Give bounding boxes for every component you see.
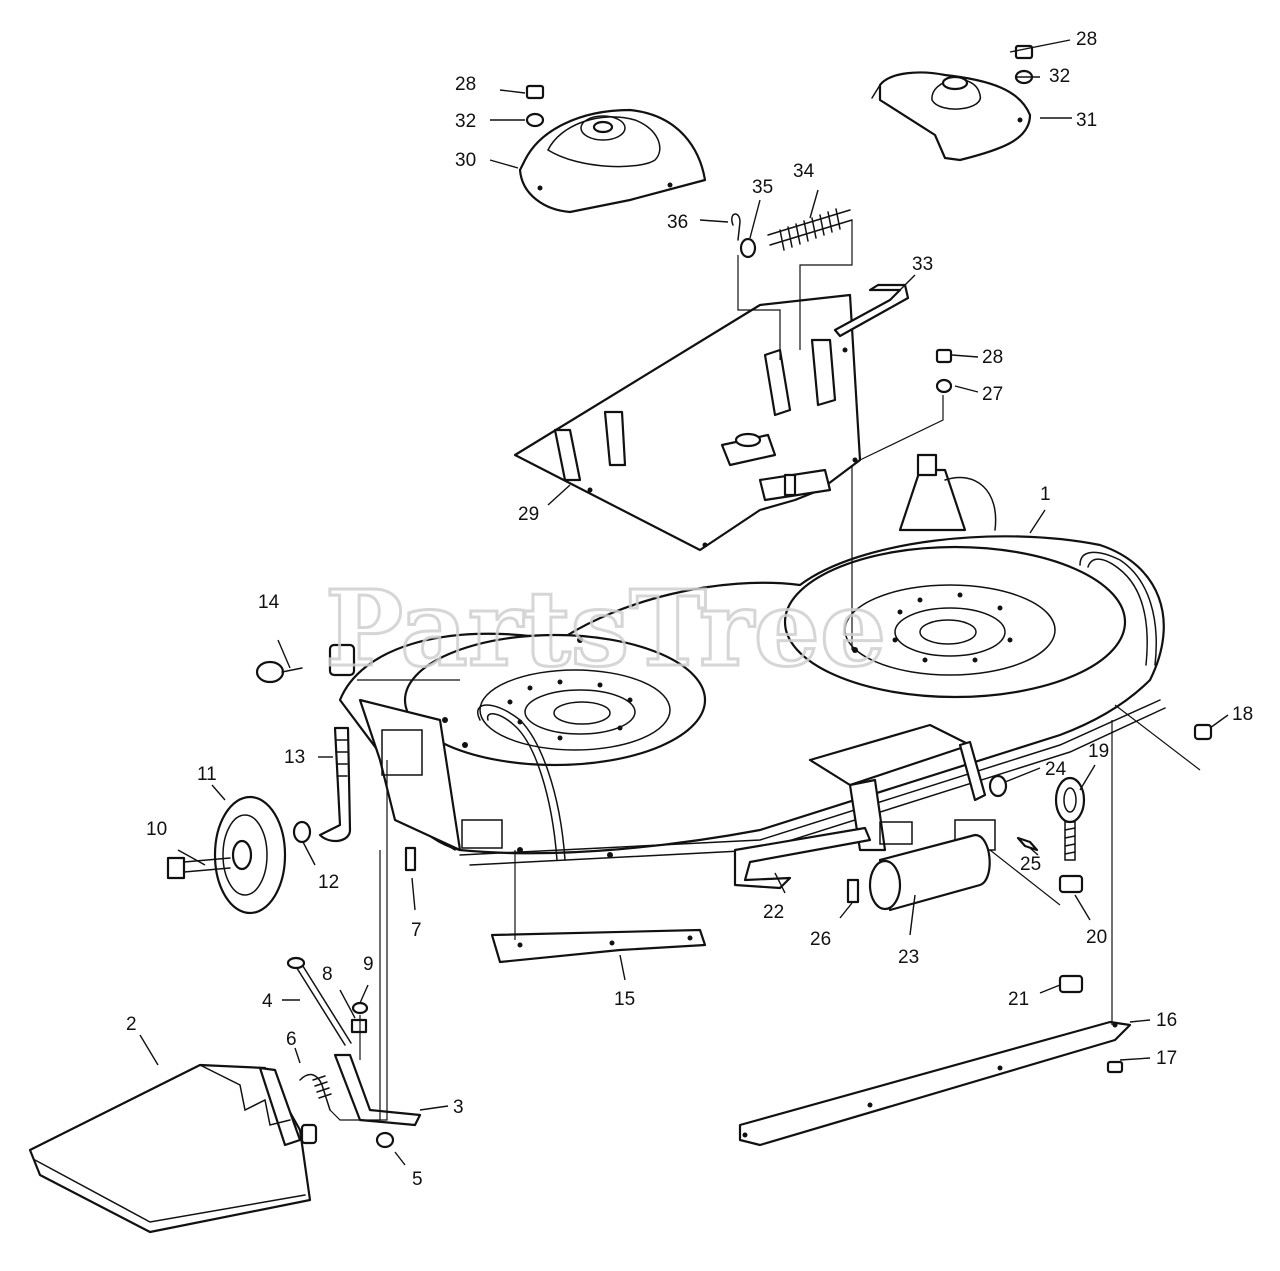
wheel-bolt [166,856,231,880]
plate-washer [935,378,953,394]
deck-bolt-7 [404,846,417,872]
callout-31: 31 [1076,110,1097,131]
callout-13: 13 [284,747,305,768]
chute-nut-8 [350,1018,368,1034]
callout-15: 15 [614,989,635,1010]
callout-28b: 28 [982,347,1003,368]
callout-22: 22 [763,902,784,923]
spring-washer [739,237,757,259]
pulley-nut [1058,974,1084,994]
eye-bolt [1054,776,1086,861]
callout-8: 8 [322,964,333,985]
callout-1: 1 [1040,484,1051,505]
callout-19: 19 [1088,741,1109,762]
callout-28c: 28 [1076,29,1097,50]
callout-21: 21 [1008,989,1029,1010]
leader-lines [139,39,1229,1166]
chute-spring [299,1073,332,1111]
callout-6: 6 [286,1029,297,1050]
callout-27: 27 [982,384,1003,405]
axle-bushing [328,643,356,677]
spring-clip [731,213,741,241]
roll-pin [1016,836,1039,852]
bracket-bolt [846,878,860,904]
callout-30: 30 [455,150,476,171]
chute-hinge-rod [286,956,352,1046]
callout-24: 24 [1045,759,1067,780]
callout-35: 35 [752,177,773,198]
callout-12: 12 [318,872,339,893]
tension-spring [767,208,853,251]
chute-bracket [333,1053,422,1127]
idler-rod [833,283,910,338]
callout-36: 36 [667,212,688,233]
cover-washer-left [525,112,545,128]
front-baffle [490,928,707,964]
callout-16: 16 [1156,1010,1177,1031]
left-belt-cover [518,108,707,214]
callout-18: 18 [1232,704,1253,725]
callout-33: 33 [912,254,933,275]
right-belt-cover [871,71,1032,162]
callout-7: 7 [411,920,422,941]
partstree-watermark: PartsTree [325,567,886,690]
assembly-lines [329,220,1201,1121]
pulley-washer [988,774,1008,798]
callout-4: 4 [262,991,273,1012]
callout-9: 9 [363,954,374,975]
callout-20: 20 [1086,927,1107,948]
hairpin-clip [255,660,303,684]
callout-labels: 1 2 3 4 5 6 7 8 9 10 11 12 13 14 15 16 1… [126,29,1253,1190]
callout-23: 23 [898,947,919,968]
callout-32a: 32 [455,111,476,132]
chute-nut-9 [351,1001,369,1015]
rear-baffle [738,1020,1132,1147]
cover-nut-left [525,84,545,100]
callout-26: 26 [810,929,831,950]
wheel-axle-pin [318,726,352,843]
chute-bolt [375,1131,395,1149]
callout-32b: 32 [1049,66,1070,87]
eye-bolt-nut [1058,874,1084,894]
deck-nut-18 [1193,723,1213,741]
callout-11: 11 [197,764,217,785]
plate-nut [935,348,953,364]
callout-28a: 28 [455,74,476,95]
deck-nut-17 [1106,1060,1124,1074]
callout-29: 29 [518,504,539,525]
wheel-spacer [292,820,312,844]
callout-25: 25 [1020,854,1041,875]
callout-17: 17 [1156,1048,1177,1069]
discharge-chute [28,1063,318,1234]
front-gauge-wheel [213,795,287,915]
callout-5: 5 [412,1169,423,1190]
idler-pulley [868,833,991,912]
callout-34: 34 [793,161,815,182]
idler-arm [733,826,872,890]
idler-bracket-plate [513,293,862,552]
callout-14: 14 [258,592,280,613]
callout-3: 3 [453,1097,464,1118]
callout-10: 10 [146,819,167,840]
callout-2: 2 [126,1014,137,1035]
